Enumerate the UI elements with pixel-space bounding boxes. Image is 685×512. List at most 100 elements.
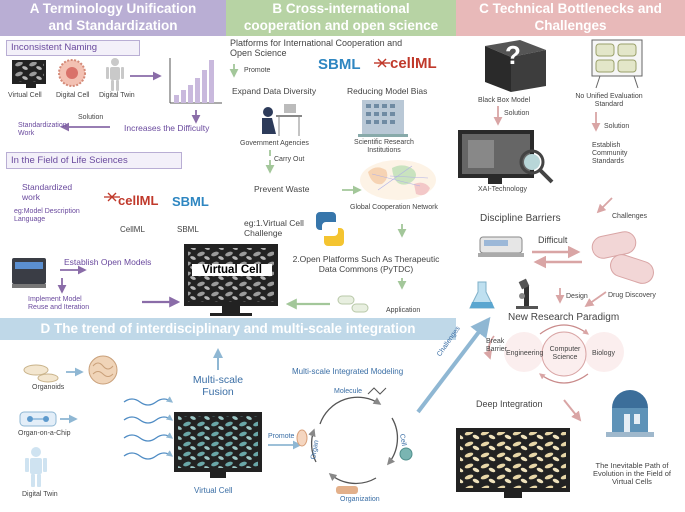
platforms-line2: Open Science	[230, 48, 287, 58]
virtual-cell-center-label: Virtual Cell	[192, 264, 272, 276]
drug-discovery-label: Drug Discovery	[608, 292, 656, 299]
scientific-research-line2: Institutions	[367, 147, 401, 154]
break-barrier-label: Break Barrier	[486, 338, 507, 354]
new-paradigm-label: New Research Paradigm	[508, 312, 620, 323]
virtual-cell-label: Virtual Cell	[8, 92, 42, 99]
section-b-header: B Cross-international cooperation and op…	[226, 0, 456, 36]
digital-twin-d-label: Digital Twin	[22, 491, 58, 498]
section-a-header-line1: A Terminology Unification	[29, 1, 197, 16]
standardized-work-label: Standardized work	[22, 182, 72, 202]
break-barrier-line1: Break	[486, 338, 505, 345]
inevitable-line2: Evolution in the Field of	[593, 469, 671, 478]
scientific-research-label: Scientific Research Institutions	[354, 139, 414, 155]
capsule-pills-icon	[337, 295, 369, 313]
virtual-cell-monitor-icon	[12, 60, 46, 88]
inconsistent-naming-title: Inconsistent Naming	[11, 42, 98, 53]
computer-science-line2: Science	[552, 354, 578, 361]
digital-twin-human-icon	[106, 58, 124, 91]
fusion-line1: Multi-scale	[192, 374, 244, 386]
multiscale-cycle-icon	[296, 387, 413, 494]
multiscale-fusion-label: Multi-scale Fusion	[178, 374, 258, 398]
central-virtual-cell-monitor	[184, 244, 278, 316]
promote-label-d: Promote	[268, 433, 295, 440]
implement-line1: Implement Model	[28, 296, 82, 303]
section-b-header-line2: cooperation and open science	[243, 18, 439, 33]
organ-on-chip-label: Organ-on-a-Chip	[18, 430, 71, 437]
cellml-label: CellML	[120, 225, 145, 234]
scientific-research-line1: Scientific Research	[354, 139, 414, 146]
carry-out-label: Carry Out	[274, 156, 305, 163]
section-c-header-line2: Challenges	[534, 18, 607, 33]
digital-cell-icon	[58, 59, 86, 87]
standardization-work-line1: Standardization	[18, 122, 67, 129]
biology-label: Biology	[592, 350, 615, 357]
discipline-barriers-label: Discipline Barriers	[480, 213, 561, 224]
model-description-label: eg:Model Description Language	[14, 208, 80, 224]
research-institution-building-icon	[358, 100, 408, 137]
engineering-label: Engineering	[506, 350, 544, 357]
paradigm-cycle-icon	[504, 324, 624, 384]
model-description-line1: eg:Model Description	[14, 208, 80, 215]
digital-twin-label: Digital Twin	[99, 92, 135, 99]
section-a-header: A Terminology Unification and Standardiz…	[0, 0, 226, 36]
expand-diversity-label: Expand Data Diversity	[232, 86, 317, 96]
sbml-logo-text-a: SBML	[172, 194, 209, 209]
life-sciences-box: In the Field of Life Sciences	[6, 152, 182, 169]
prevent-waste-label: Prevent Waste	[254, 184, 310, 194]
sbml-label: SBML	[177, 225, 199, 234]
lab-instrument-icon	[478, 236, 524, 257]
organ-on-a-chip-icon	[19, 411, 57, 427]
eg1-line2: Challenge	[244, 228, 283, 238]
cellml-logo-icon	[104, 192, 120, 202]
bar-chart-icon	[169, 58, 222, 104]
inevitable-path-label: The Inevitable Path of Evolution in the …	[582, 462, 682, 486]
black-box-label: Black Box Model	[478, 97, 531, 104]
implement-label: Implement Model Reuse and Iteration	[28, 296, 89, 312]
section-c-header: C Technical Bottlenecks and Challenges	[456, 0, 685, 36]
government-agencies-person-icon	[262, 104, 302, 136]
section-c-header-line1: C Technical Bottlenecks and	[479, 1, 662, 16]
cellml-logo-text-a: cellML	[118, 193, 159, 208]
increases-difficulty-label: Increases the Difficulty	[124, 123, 210, 133]
standardization-work-line2: Work	[18, 130, 35, 137]
platforms-line1: Platforms for International Cooperation …	[230, 38, 403, 48]
implement-line2: Reuse and Iteration	[28, 304, 90, 311]
government-agencies-label: Government Agencies	[240, 140, 309, 147]
no-unified-label: No Unified Evaluation Standard	[572, 93, 646, 109]
question-mark: ?	[505, 40, 521, 70]
virtual-cell-d-label: Virtual Cell	[194, 486, 233, 495]
deep-integration-label: Deep Integration	[476, 399, 543, 409]
reducing-bias-label: Reducing Model Bias	[347, 86, 428, 96]
sbml-logo-text-b: SBML	[318, 56, 361, 73]
microscope-icon	[516, 278, 538, 309]
no-unified-line2: Standard	[594, 101, 624, 108]
solution-label-c2: Solution	[604, 123, 630, 130]
open-platforms-label: 2.Open Platforms Such As Therapeutic Dat…	[276, 254, 456, 274]
eg1-label: eg:1.Virtual Cell Challenge	[244, 218, 304, 238]
drug-discovery-pills-icon	[591, 231, 654, 284]
life-sciences-title: In the Field of Life Sciences	[11, 155, 128, 166]
promote-label-b: Promote	[244, 67, 271, 74]
open-platforms-line1: 2.Open Platforms Such As Therapeutic	[292, 254, 440, 264]
solution-label-a: Solution	[78, 114, 104, 121]
sequencer-machine-icon	[12, 258, 46, 288]
community-line2: Community	[592, 150, 628, 157]
section-a-header-line2: and Standardization	[48, 18, 178, 33]
cellml-logo-text-b: cellML	[390, 55, 437, 72]
eg1-line1: eg:1.Virtual Cell	[244, 218, 304, 228]
standardization-work-label: Standardization Work	[18, 122, 67, 138]
digital-cell-label: Digital Cell	[56, 92, 90, 99]
application-label: Application	[386, 307, 421, 314]
platforms-label: Platforms for International Cooperation …	[230, 38, 402, 58]
python-logo-icon	[316, 212, 344, 246]
community-standards-label: Establish Community Standards	[592, 142, 627, 166]
section-d-header: D The trend of interdisciplinary and mul…	[0, 318, 456, 340]
standardized-work-line1: Standardized	[22, 182, 73, 192]
organization-label: Organization	[340, 496, 380, 503]
standardized-work-line2: work	[22, 192, 40, 202]
inevitable-line1: The Inevitable Path of	[595, 461, 669, 470]
flask-icon	[469, 281, 495, 309]
digital-twin-d-icon	[25, 447, 47, 487]
xai-technology-monitor-icon	[458, 130, 554, 184]
organoids-icon	[23, 364, 59, 383]
